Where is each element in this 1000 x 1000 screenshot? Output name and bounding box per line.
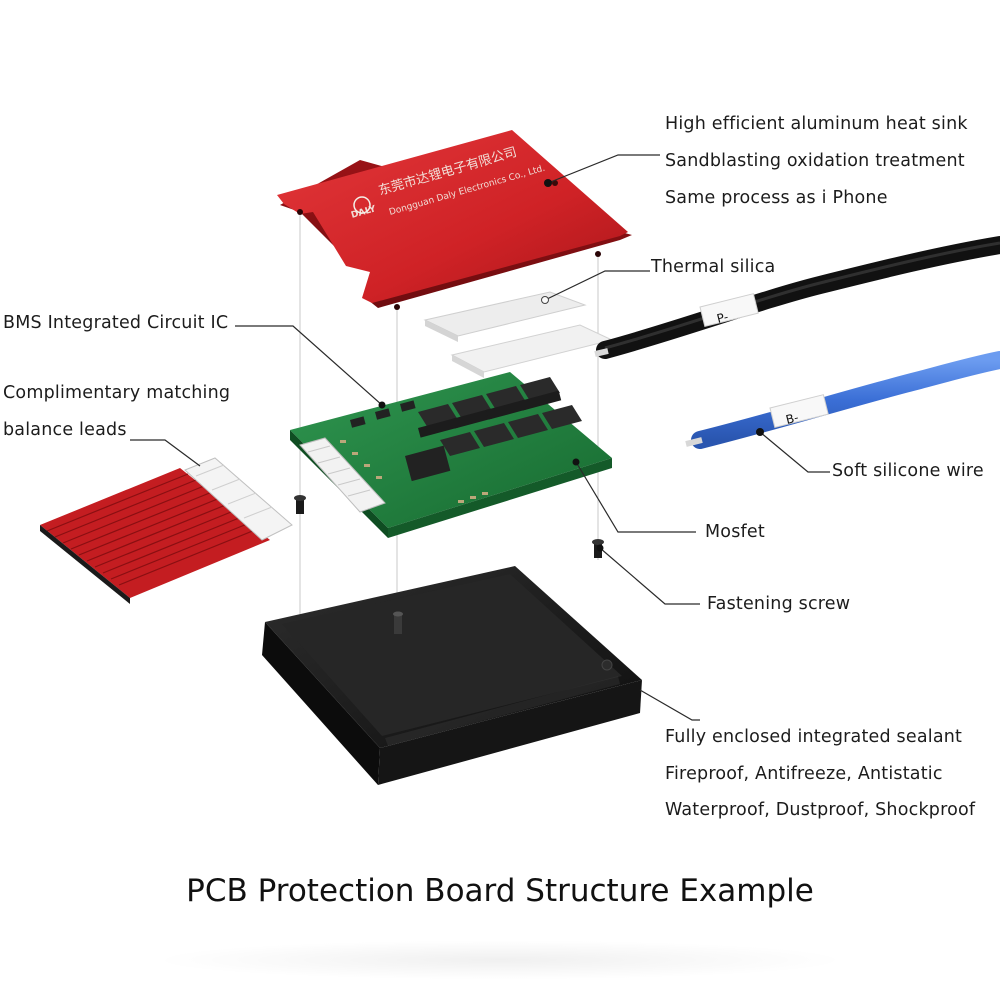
footer-shadow bbox=[150, 940, 850, 980]
silicone-wire-label: Soft silicone wire bbox=[832, 461, 984, 481]
pcb-board bbox=[290, 372, 612, 538]
thermal-silica-label: Thermal silica bbox=[651, 257, 776, 277]
fastening-screw-left bbox=[294, 495, 306, 514]
balance-label-2: balance leads bbox=[3, 420, 127, 440]
leader-mosfet bbox=[575, 461, 696, 533]
black-wire: P- bbox=[594, 236, 1000, 359]
leader-screw bbox=[599, 547, 700, 605]
mosfet-array bbox=[418, 377, 582, 456]
leader-lines bbox=[130, 154, 830, 721]
leader-bms bbox=[235, 325, 383, 406]
leader-thermal bbox=[544, 270, 650, 301]
black-wire-tag: P- bbox=[715, 310, 729, 326]
mosfet-label: Mosfet bbox=[705, 522, 765, 542]
bms-ic-label: BMS Integrated Circuit IC bbox=[3, 313, 229, 333]
heatsink-logo-mark bbox=[353, 196, 371, 214]
enclosure-label-2: Fireproof, Antifreeze, Antistatic bbox=[665, 764, 943, 784]
leader-enclosure bbox=[639, 689, 700, 721]
heatsink-label-3: Same process as i Phone bbox=[665, 188, 888, 208]
balance-lead-ribbon bbox=[40, 457, 293, 604]
heatsink-plate: 东莞市达锂电子有限公司 Dongguan Daly Electronics Co… bbox=[277, 130, 632, 310]
leader-balance bbox=[130, 439, 201, 467]
leader-heatsink bbox=[547, 154, 660, 184]
bottom-enclosure bbox=[262, 566, 642, 785]
blue-wire: B- bbox=[685, 351, 1000, 449]
fastening-screw-label: Fastening screw bbox=[707, 594, 851, 614]
heatsink-label-2: Sandblasting oxidation treatment bbox=[665, 151, 965, 171]
balance-label-1: Complimentary matching bbox=[3, 383, 231, 403]
heatsink-label-1: High efficient aluminum heat sink bbox=[665, 114, 968, 134]
thermal-silica-pads bbox=[423, 291, 614, 378]
diagram-title: PCB Protection Board Structure Example bbox=[186, 873, 814, 909]
blue-wire-tag: B- bbox=[784, 410, 800, 427]
enclosure-label-1: Fully enclosed integrated sealant bbox=[665, 727, 963, 747]
enclosure-label-3: Waterproof, Dustproof, Shockproof bbox=[665, 800, 976, 820]
leader-wire bbox=[759, 431, 830, 473]
